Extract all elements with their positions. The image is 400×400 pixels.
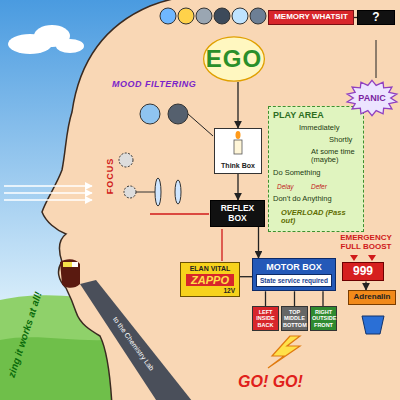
direction-box: TOP MIDDLE BOTTOM (281, 306, 308, 331)
wire (221, 229, 222, 261)
connector (258, 227, 259, 258)
battery: ELAN VITALZAPPO12V (180, 262, 240, 297)
exclamation: GO! GO! (238, 373, 303, 391)
question-box: ? (357, 10, 395, 25)
region-label: FOCUS (105, 158, 115, 195)
mood-filter (140, 104, 160, 124)
panic-starburst: PANIC (346, 80, 398, 116)
warning-label: EMERGENCY FULL BOOST (336, 234, 396, 252)
mood-circle (160, 8, 176, 24)
ego-ellipse: EGO (203, 36, 265, 82)
connector (237, 174, 238, 200)
timing-option: Immediately (299, 124, 339, 132)
connector (322, 291, 323, 306)
direction-label: RIGHT OUTSIDE FRONT (312, 309, 335, 328)
connector (265, 291, 266, 306)
mood-circle (178, 8, 194, 24)
region-label: MOOD FILTERING (112, 79, 196, 89)
timing-option: At some time (maybe) (311, 148, 361, 165)
direction-label: LEFT INSIDE BACK (254, 309, 277, 328)
service-box: State service required (256, 274, 332, 287)
defer-note: Defer (311, 183, 327, 190)
gear (124, 186, 136, 198)
ray (4, 185, 92, 186)
motor-box: MOTOR BOX State service required (252, 258, 336, 291)
direction-label: TOP MIDDLE BOTTOM (283, 309, 306, 328)
gear (119, 153, 133, 167)
boost-arrow (350, 255, 358, 261)
lens (175, 180, 181, 204)
think-box: Think Box (214, 128, 262, 174)
light-rays (4, 186, 92, 200)
adrenalin-box: Adrenalin (348, 290, 396, 305)
head-outline (42, 0, 400, 400)
motor-label: MOTOR BOX (256, 262, 332, 272)
play-area: PLAY AREA ImmediatelyShortly At some time … (268, 106, 364, 232)
candle (234, 131, 242, 154)
cloud (56, 39, 84, 53)
wire (150, 213, 209, 214)
mood-circle (196, 8, 212, 24)
think-label: Think Box (221, 162, 255, 170)
bucket (362, 316, 384, 334)
connector (237, 82, 238, 128)
tooth (72, 262, 78, 267)
direction-box: LEFT INSIDE BACK (252, 306, 279, 331)
overload-note: OVERLOAD (Pass out) (281, 209, 361, 226)
reflex-box: REFLEX BOX (210, 200, 265, 227)
battery-voltage: 12V (183, 287, 237, 294)
tube-label: to the Chemistry Lab (111, 315, 155, 372)
wire (376, 40, 377, 78)
mood-circle (232, 8, 248, 24)
mood-circle (214, 8, 230, 24)
area-heading: PLAY AREA (273, 110, 324, 120)
panic-label: PANIC (358, 93, 385, 103)
adrenalin-label: Adrenalin (351, 293, 393, 302)
connector (294, 291, 295, 306)
clouds (8, 25, 84, 54)
tooth (63, 262, 72, 267)
battery-label: ELAN VITAL (183, 265, 237, 273)
emergency-box: 999 (342, 262, 384, 281)
boost-arrow (368, 255, 376, 261)
ellipse-shape (204, 37, 265, 81)
memory-label: MEMORY WHATSIT (272, 13, 350, 22)
reflex-label: REFLEX BOX (214, 204, 261, 223)
think-box-ground (214, 128, 262, 174)
ray (4, 199, 92, 200)
action-option: Do Something (273, 169, 321, 177)
question-mark: ? (372, 11, 379, 24)
connector (240, 276, 252, 277)
mood-filter (168, 104, 188, 124)
battery-brand: ZAPPO (186, 274, 234, 286)
memory-box: MEMORY WHATSIT (268, 10, 354, 25)
delay-note: Delay (277, 183, 294, 190)
wire (136, 192, 155, 193)
lightning-bolt (268, 336, 300, 368)
emergency-number: 999 (343, 265, 383, 278)
timing-option: Shortly (329, 136, 352, 144)
service-label: State service required (259, 277, 329, 284)
wire (188, 114, 213, 136)
action-option: Don't do Anything (273, 195, 332, 203)
mood-circles (140, 8, 266, 136)
direction-box: RIGHT OUTSIDE FRONT (310, 306, 337, 331)
candle-flame (236, 131, 241, 139)
ego-label: EGO (206, 45, 262, 73)
ray (4, 192, 92, 193)
mouth (60, 259, 80, 288)
chemistry-tube (80, 280, 196, 400)
mood-circle (250, 8, 266, 24)
connector (365, 281, 366, 290)
lens (155, 178, 161, 206)
candle-body (234, 140, 242, 154)
star-shape (347, 80, 397, 115)
focus-gears (119, 153, 181, 206)
side-caption: zing it works at all! (5, 290, 43, 379)
